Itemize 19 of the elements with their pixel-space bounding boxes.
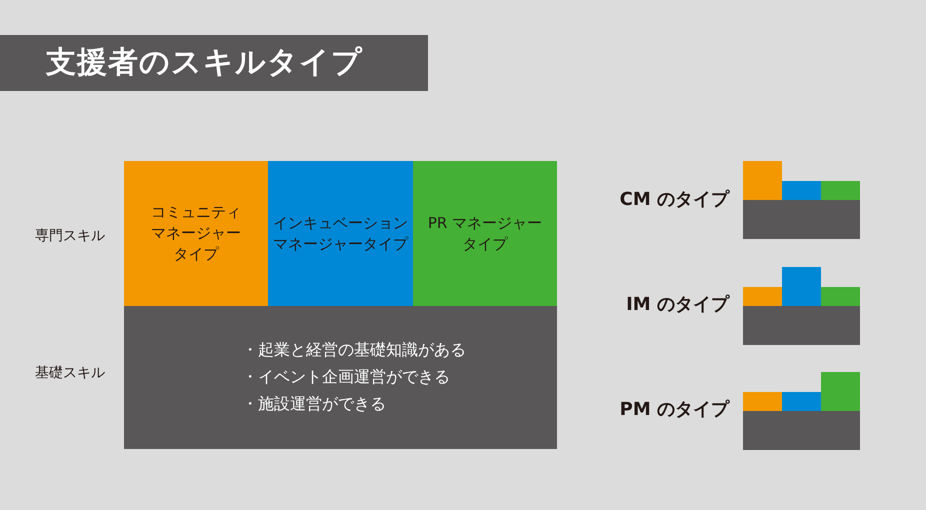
skill-box: [413, 161, 557, 306]
skill-type-drawing: [743, 267, 860, 345]
row-label: 専門スキル: [35, 227, 105, 246]
type-label: IM のタイプ: [626, 293, 729, 317]
title-banner: 支援者のスキルタイプ: [0, 35, 428, 91]
skill-name: インキュベーションマネージャータイプ: [272, 212, 410, 254]
skill-box: [268, 161, 413, 306]
skill-type-drawing: [743, 372, 860, 450]
row-label: 基礎スキル: [35, 364, 105, 383]
bullet-item: ・起業と経営の基礎知識がある: [242, 339, 466, 361]
type-label: CM のタイプ: [620, 188, 729, 212]
skill-box: [124, 161, 268, 306]
skill-name: PR マネージャータイプ: [426, 212, 544, 254]
skill-name: コミュニティマネージャータイプ: [150, 202, 242, 265]
basic-skill-box: [124, 306, 557, 449]
skill-type-drawing: [743, 161, 860, 239]
bullet-item: ・施設運営ができる: [242, 393, 387, 415]
type-label: PM のタイプ: [620, 398, 729, 422]
bullet-item: ・イベント企画運営ができる: [242, 366, 451, 388]
